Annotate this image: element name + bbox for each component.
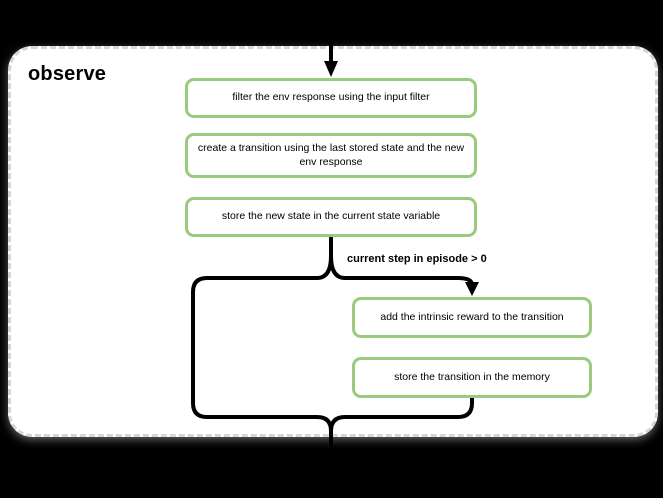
node-add-intrinsic-reward: add the intrinsic reward to the transiti… — [352, 297, 592, 338]
node-store-new-state: store the new state in the current state… — [185, 197, 477, 237]
node-label: add the intrinsic reward to the transiti… — [380, 310, 564, 323]
node-label: store the transition in the memory — [394, 370, 550, 383]
group-title: observe — [28, 63, 107, 85]
node-store-transition-memory: store the transition in the memory — [352, 357, 592, 398]
node-filter-env-response: filter the env response using the input … — [185, 78, 477, 118]
node-create-transition: create a transition using the last store… — [185, 133, 477, 178]
node-label: filter the env response using the input … — [232, 91, 430, 104]
condition-label: current step in episode > 0 — [347, 253, 487, 265]
node-label: store the new state in the current state… — [221, 210, 441, 223]
node-label: create a transition using the last store… — [197, 141, 465, 168]
